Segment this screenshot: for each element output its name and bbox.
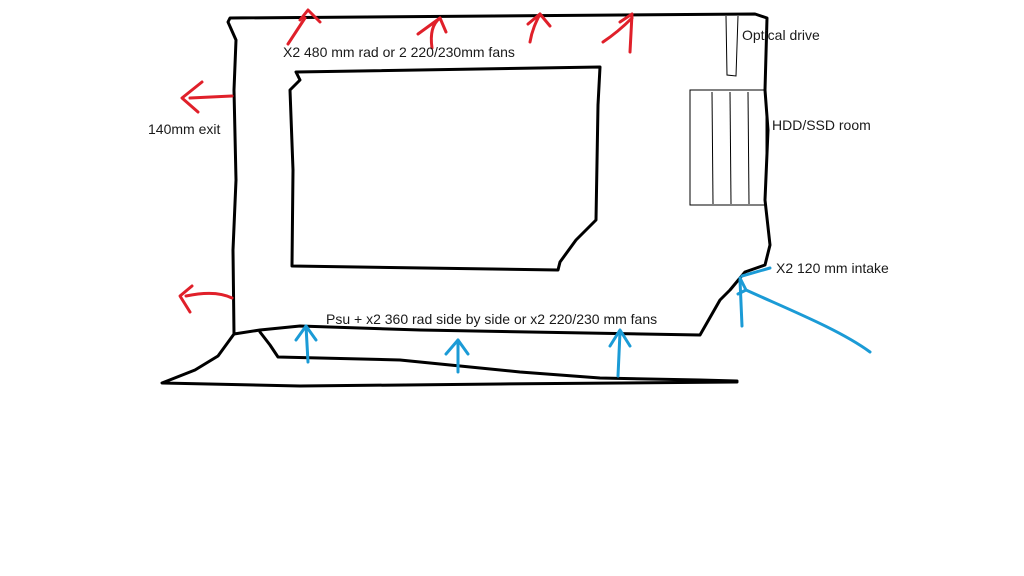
bottom-intake-arrow-2	[444, 338, 470, 374]
optical-drive-bay	[725, 15, 739, 77]
psu-shroud	[258, 330, 739, 383]
front-intake-label: X2 120 mm intake	[776, 260, 889, 276]
optical-drive-label: Optical drive	[742, 27, 820, 43]
top-radiator-label: X2 480 mm rad or 2 220/230mm fans	[283, 44, 515, 60]
hdd-bay-divider-2	[729, 91, 732, 205]
top-exhaust-arrow-2	[416, 16, 448, 50]
hdd-bay-divider-3	[747, 91, 750, 205]
hdd-bay-divider-1	[711, 91, 714, 205]
top-exhaust-arrow-4	[601, 12, 634, 54]
motherboard-tray	[288, 65, 602, 272]
bottom-intake-arrow-1	[294, 324, 318, 364]
hdd-ssd-room-label: HDD/SSD room	[772, 117, 871, 133]
top-exhaust-arrow-1	[286, 8, 322, 46]
rear-exhaust-arrow-top	[180, 80, 234, 114]
front-intake-arrow	[736, 266, 872, 354]
bottom-psu-label: Psu + x2 360 rad side by side or x2 220/…	[326, 311, 658, 327]
top-exhaust-arrow-3	[526, 12, 552, 44]
case-outline	[226, 12, 772, 337]
rear-exit-label: 140mm exit	[148, 121, 221, 137]
rear-exhaust-arrow-bottom	[178, 284, 234, 314]
bottom-intake-arrow-3	[608, 328, 632, 378]
hdd-cage	[689, 89, 767, 206]
case-base	[160, 332, 739, 388]
